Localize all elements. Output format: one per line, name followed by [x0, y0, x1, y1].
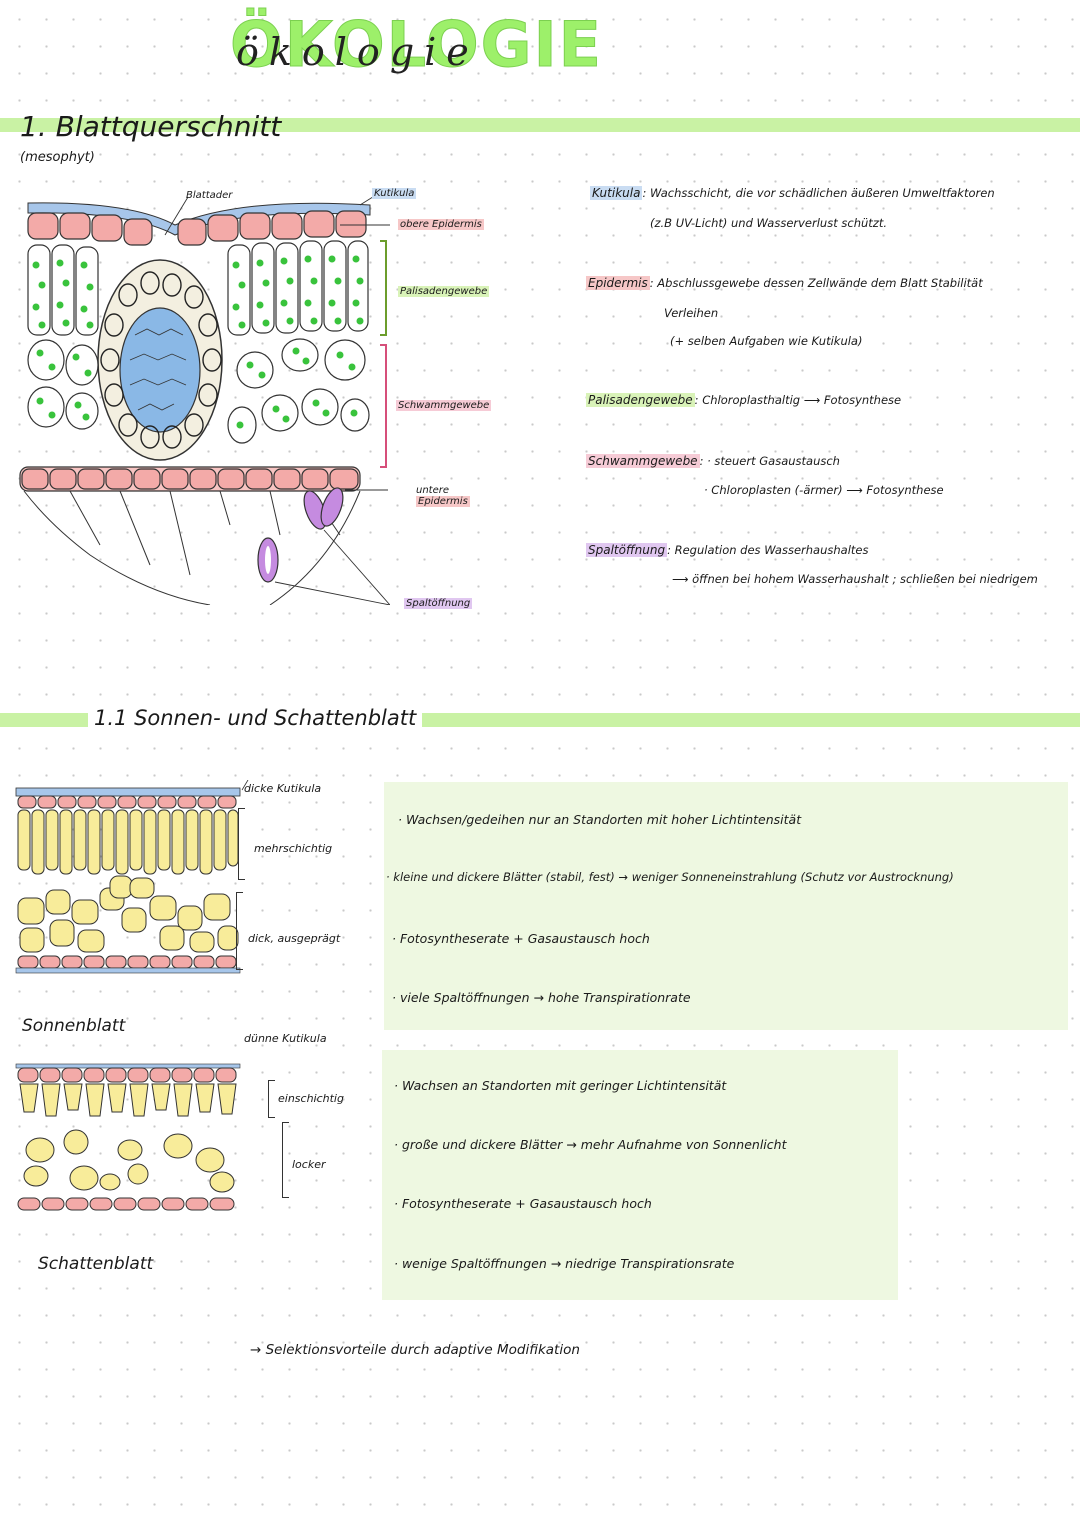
shade-lower-epidermis: [17, 1197, 235, 1211]
label-untere-epidermis: untere Epidermis: [416, 485, 470, 507]
shade-bracket-palisade: [268, 1080, 275, 1118]
sun-leaf-label: Sonnenblatt: [22, 1016, 126, 1036]
sun-bracket-palisade: [238, 808, 245, 880]
label-schwammgewebe: Schwammgewebe: [396, 400, 492, 411]
definition-spaltoeffnung-line2: ⟶ öffnen bei hohem Wasserhaushalt ; schl…: [672, 572, 1038, 586]
shade-point-4: · wenige Spaltöffnungen → niedrige Trans…: [394, 1256, 735, 1271]
sun-lower-epidermis: [17, 955, 237, 969]
sun-label-kutikula: dicke Kutikula: [244, 782, 322, 795]
definition-palisadengewebe: Palisadengewebe: Chloroplasthaltig ⟶ Fot…: [586, 393, 902, 407]
shade-points-panel: [382, 1050, 898, 1300]
palisade-cells: [27, 240, 369, 336]
shade-leaf-diagram: [15, 1063, 241, 1211]
sun-spongy-cells: [17, 875, 239, 953]
section2-heading: 1.1 Sonnen- und Schattenblatt: [88, 706, 423, 730]
label-palisadengewebe: Palisadengewebe: [398, 286, 490, 297]
shade-point-1: · Wachsen an Standorten mit geringer Lic…: [394, 1078, 727, 1093]
definition-epidermis-line2: Verleihen: [664, 306, 719, 320]
definition-schwammgewebe: Schwammgewebe: · steuert Gasaustausch: [586, 454, 840, 468]
label-lines: [164, 194, 390, 605]
sun-leaf-diagram: [15, 780, 249, 974]
section1-heading: 1. Blattquerschnitt: [20, 110, 282, 143]
sun-point-3: · Fotosyntheserate + Gasaustausch hoch: [392, 931, 650, 946]
sun-upper-epidermis: [17, 795, 237, 809]
spongy-bracket: [380, 344, 387, 468]
section1-subheading: (mesophyt): [20, 150, 95, 165]
definition-kutikula: Kutikula: Wachsschicht, die vor schädlic…: [590, 186, 995, 200]
shade-label-palisade: einschichtig: [278, 1092, 344, 1105]
page-title-handwritten: ökologie: [236, 30, 479, 74]
sun-label-schwamm: dick, ausgeprägt: [248, 932, 341, 945]
label-kutikula: Kutikula: [372, 188, 417, 199]
sun-points-panel: [384, 782, 1068, 1030]
shade-palisade-cells: [19, 1083, 237, 1117]
page-title: ÖKOLOGIE: [230, 8, 603, 82]
sun-point-2: · kleine und dickere Blätter (stabil, fe…: [386, 870, 954, 884]
conclusion-text: → Selektionsvorteile durch adaptive Modi…: [250, 1342, 580, 1358]
vascular-bundle: [97, 259, 223, 461]
sun-palisade-cells: [17, 809, 239, 875]
chloroplasts: [32, 255, 364, 429]
upper-epidermis: [27, 210, 367, 246]
definition-kutikula-line2: (z.B UV-Licht) und Wasserverlust schützt…: [650, 216, 887, 230]
shade-point-3: · Fotosyntheserate + Gasaustausch hoch: [394, 1196, 652, 1211]
shade-leaf-label: Schattenblatt: [38, 1254, 154, 1274]
palisade-bracket: [380, 240, 387, 336]
definition-epidermis: Epidermis: Abschlussgewebe dessen Zellwä…: [586, 276, 983, 290]
lower-epidermis: [19, 466, 361, 492]
label-blattader: Blattader: [186, 190, 233, 201]
shade-bracket-spongy: [282, 1122, 289, 1198]
shade-label-kutikula: dünne Kutikula: [244, 1032, 327, 1045]
stomata: [257, 487, 344, 583]
label-obere-epidermis: obere Epidermis: [398, 219, 484, 230]
definition-schwammgewebe-line2: · Chloroplasten (-ärmer) ⟶ Fotosynthese: [704, 483, 944, 497]
label-spaltoeffnung: Spaltöffnung: [404, 598, 473, 609]
definition-epidermis-line3: (+ selben Aufgaben wie Kutikula): [670, 334, 863, 348]
definition-spaltoeffnung: Spaltöffnung: Regulation des Wasserhaush…: [586, 543, 869, 557]
shade-point-2: · große und dickere Blätter → mehr Aufna…: [394, 1137, 787, 1152]
shade-label-schwamm: locker: [292, 1158, 326, 1171]
sun-label-palisade: mehrschichtig: [254, 842, 333, 855]
sun-point-1: · Wachsen/gedeihen nur an Standorten mit…: [398, 812, 802, 827]
leaf-cross-section-diagram: [19, 194, 390, 605]
sun-bracket-spongy: [236, 892, 243, 970]
sun-point-4: · viele Spaltöffnungen → hohe Transpirat…: [392, 990, 691, 1005]
section1-band: [0, 118, 1080, 132]
shade-spongy-cells: [23, 1129, 235, 1193]
shade-upper-epidermis: [17, 1067, 237, 1083]
